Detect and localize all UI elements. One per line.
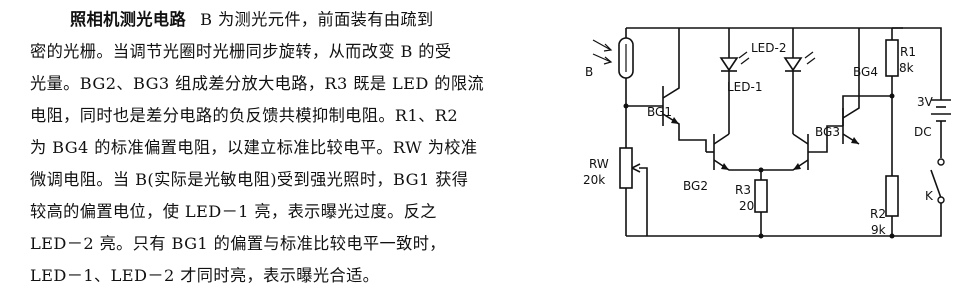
article-line-1: 照相机测光电路 B 为测光元件，前面装有由疏到 [30, 4, 575, 36]
rw-potentiometer [619, 106, 648, 236]
junction-bottom-r3 [758, 233, 764, 239]
article-line-2: 密的光栅。当调节光圈时光栅同步旋转，从而改变 B 的受 [30, 42, 452, 61]
label-dc: DC [914, 125, 932, 139]
label-rw: RW [589, 157, 609, 171]
label-battery: 3V [917, 95, 934, 109]
article-line-1-text: B 为测光元件，前面装有由疏到 [200, 10, 434, 29]
label-r2: R2 [870, 207, 886, 221]
label-r1-value: 8k [899, 61, 914, 75]
label-rw-value: 20k [583, 173, 605, 187]
label-r1: R1 [900, 45, 916, 59]
circuit-diagram: B RW 20k BG1 LED-1 BG2 [583, 27, 951, 239]
label-led2: LED-2 [751, 41, 786, 55]
article-line-6: 微调电阻。当 B(实际是光敏电阻)受到强光照时，BG1 获得 [30, 170, 469, 189]
label-bg1: BG1 [647, 105, 672, 119]
transistor-bg3 [761, 125, 843, 171]
article-line-9: LED－1、LED－2 才同时亮，表示曝光合适。 [30, 266, 380, 285]
label-bg2: BG2 [683, 179, 708, 193]
label-bg4: BG4 [853, 65, 878, 79]
article-text: 照相机测光电路 B 为测光元件，前面装有由疏到 密的光栅。当调节光圈时光栅同步旋转… [30, 4, 575, 292]
switch-k [903, 158, 945, 237]
led-1 [719, 28, 750, 134]
transistor-bg4 [842, 28, 892, 145]
label-k: K [925, 189, 934, 203]
transistor-bg1 [662, 28, 707, 152]
label-r3-value: 20 [739, 199, 754, 213]
resistor-r3 [754, 170, 768, 236]
resistor-r1 [885, 28, 899, 176]
battery-3v [892, 27, 951, 158]
article-line-5: 为 BG4 的标准偏置电阻，以建立标准比较电平。RW 为校准 [30, 138, 478, 157]
junction-bottom-r2 [889, 233, 895, 239]
label-r3: R3 [735, 183, 751, 197]
article-line-7: 较高的偏置电位，使 LED－1 亮，表示曝光过度。反之 [30, 202, 437, 221]
article-title: 照相机测光电路 [70, 10, 187, 29]
label-bg3: BG3 [815, 125, 840, 139]
junction-r1-r2 [889, 93, 895, 99]
photoresistor-b [592, 28, 663, 107]
resistor-r2 [885, 175, 899, 236]
article-line-4: 电阻，同时也是差分电路的负反馈共模抑制电阻。R1、R2 [30, 106, 459, 125]
transistor-bg2 [706, 133, 761, 171]
label-led1: LED-1 [727, 80, 762, 94]
article-line-8: LED－2 亮。只有 BG1 的偏置与标准比较电平一致时， [30, 234, 446, 253]
led-2 [783, 28, 816, 134]
label-b: B [585, 65, 593, 79]
label-r2-value: 9k [871, 223, 886, 237]
article-line-3: 光量。BG2、BG3 组成差分放大电路，R3 既是 LED 的限流 [30, 74, 485, 93]
